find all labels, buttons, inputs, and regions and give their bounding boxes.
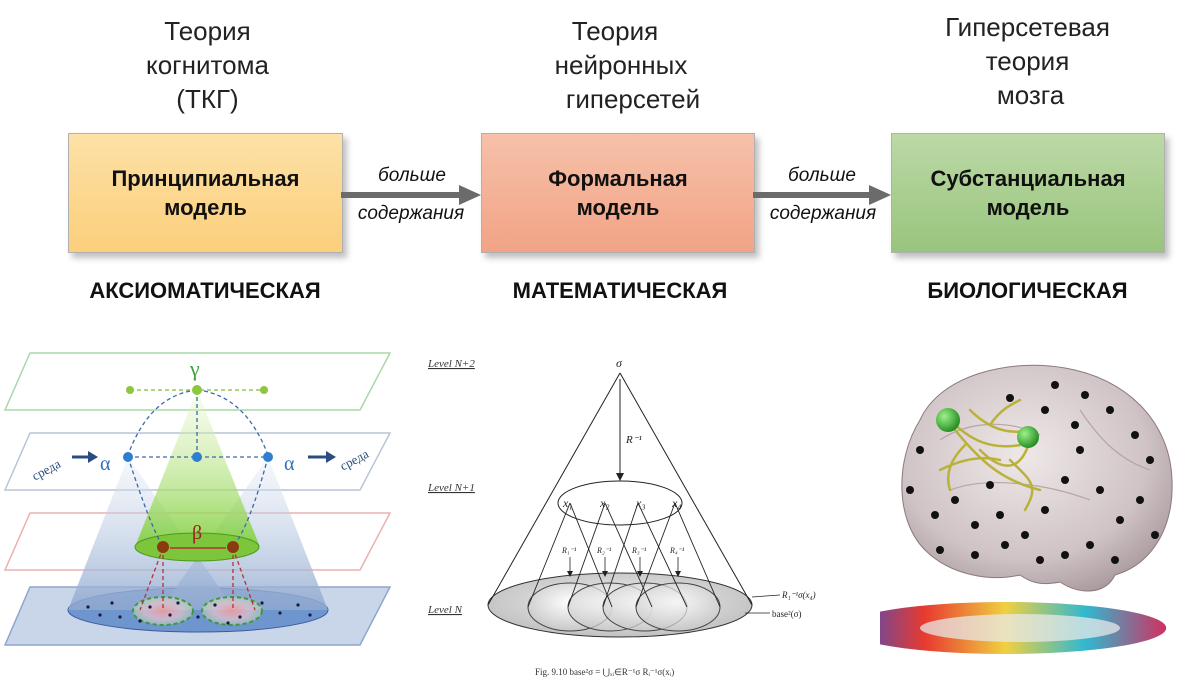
title-line: теория: [985, 46, 1070, 76]
cognitome-diagram: γ α α β среда среда: [3, 352, 392, 646]
alpha-left-label: α: [100, 453, 111, 475]
right-label-1: R₁⁻¹σ(x₄): [781, 590, 816, 600]
node: [227, 541, 239, 553]
title-neural-hypernetworks: Теория нейронных гиперсетей: [510, 14, 720, 116]
arrow-label-1-top: больше: [378, 165, 446, 186]
box-label: Формальная: [548, 166, 688, 191]
brain-image: [880, 364, 1173, 654]
cone-green: [135, 390, 260, 547]
title-line: нейронных: [554, 50, 688, 80]
beta-ellipse: [134, 532, 260, 562]
principal-model-box: Принципиальная модель: [68, 133, 343, 253]
right-label-2: base²(σ): [772, 609, 802, 619]
arrow-label-2-top: больше: [788, 165, 856, 186]
plane-top: [3, 352, 392, 411]
node: [263, 452, 273, 462]
box-label: модель: [986, 195, 1070, 220]
green-node: [1017, 426, 1039, 448]
level-label-n2: Level N+2: [427, 358, 475, 370]
title-line: когнитома: [146, 50, 269, 80]
figure-caption: Fig. 9.10 base²σ = ⋃ₓᵢ∈R⁻¹σ Rᵢ⁻¹σ(xᵢ): [535, 667, 674, 677]
node: [192, 452, 202, 462]
x-label: x₄: [671, 496, 682, 510]
env-arrow-right-icon: [308, 451, 336, 463]
r-label: R₁⁻¹: [561, 546, 577, 555]
category-axiomatic: АКСИОМАТИЧЕСКАЯ: [89, 278, 321, 303]
node: [157, 541, 169, 553]
title-line: Теория: [164, 16, 251, 46]
box-label: модель: [576, 195, 660, 220]
green-node: [936, 408, 960, 432]
x-label: x₁: [562, 496, 573, 510]
arrow-2: [753, 185, 891, 205]
r-label: R₂⁻¹: [596, 546, 612, 555]
node: [126, 386, 134, 394]
formal-model-box: Формальная модель: [481, 133, 755, 253]
x-label: x₂: [599, 496, 610, 510]
category-mathematical: МАТЕМАТИЧЕСКАЯ: [512, 278, 728, 303]
env-arrow-left-icon: [72, 451, 98, 463]
node: [192, 385, 202, 395]
sigma-label: σ: [616, 356, 623, 370]
title-brain-hypernetwork: Гиперсетевая теория мозга: [920, 10, 1135, 112]
substantial-model-box: Субстанциальная модель: [891, 133, 1165, 253]
alpha-right-label: α: [284, 453, 295, 475]
title-line: Гиперсетевая: [945, 12, 1110, 42]
gamma-label: γ: [189, 356, 200, 381]
box-label: Субстанциальная: [930, 166, 1126, 191]
category-biological: БИОЛОГИЧЕСКАЯ: [927, 278, 1128, 303]
title-cognitome-theory: Теория когнитома (ТКГ): [105, 14, 310, 116]
brain-volume: [901, 364, 1173, 592]
box-label: модель: [164, 195, 247, 220]
level-label-n: Level N: [427, 604, 463, 616]
title-line: гиперсетей: [565, 84, 701, 114]
arrow-label-1-bottom: содержания: [357, 203, 465, 224]
r-label: R₃⁻¹: [631, 546, 647, 555]
arrow-label-2-bottom: содержания: [769, 203, 877, 224]
glow-right: [201, 596, 263, 626]
x-label: x₃: [635, 496, 646, 510]
r-inverse-label: R⁻¹: [625, 434, 642, 446]
title-line: мозга: [996, 80, 1065, 110]
hypernetwork-cone-diagram: Level N+2 Level N+1 Level N σ R⁻¹ x₁ x₂ …: [427, 356, 816, 677]
node: [260, 386, 268, 394]
r-label: R₄⁻¹: [669, 546, 685, 555]
title-line: (ТКГ): [176, 84, 239, 114]
arrow-1: [341, 185, 481, 205]
beta-label: β: [192, 522, 202, 544]
title-line: Теория: [571, 16, 659, 46]
box-label: Принципиальная: [111, 166, 300, 191]
node: [123, 452, 133, 462]
glow-left: [132, 596, 194, 626]
level-label-n1: Level N+1: [427, 482, 475, 494]
